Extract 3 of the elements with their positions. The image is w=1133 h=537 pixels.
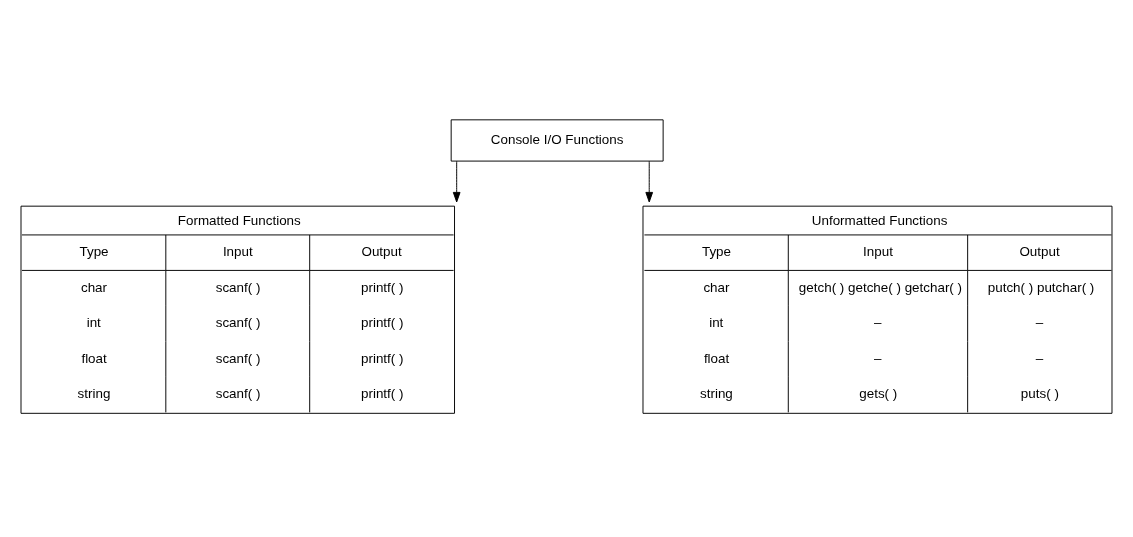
arrow xyxy=(452,160,461,203)
node-box: Console I/O Functions xyxy=(450,119,664,162)
arrow xyxy=(645,160,654,203)
